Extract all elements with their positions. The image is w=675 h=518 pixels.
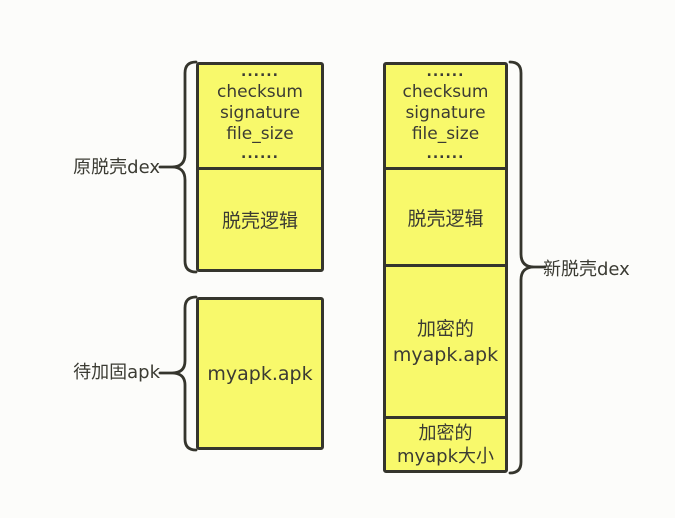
label-new-dex: 新脱壳dex (543, 259, 630, 280)
ellipsis-top: ...... (241, 64, 279, 80)
encrypted-apk-line2: myapk.apk (392, 343, 499, 366)
original-dex-header-section: ...... checksum signature file_size ....… (199, 65, 321, 170)
dex-header-fields: checksum signature file_size (403, 82, 489, 145)
dex-header-fields: checksum signature file_size (217, 82, 303, 145)
encrypted-size-section: 加密的 myapk大小 (386, 419, 505, 470)
original-dex-box: ...... checksum signature file_size ....… (196, 62, 324, 272)
header-field-checksum: checksum (217, 82, 303, 102)
label-apk-to-pack: 待加固apk (73, 362, 160, 383)
header-field-signature: signature (405, 103, 486, 123)
header-field-file-size: file_size (411, 124, 480, 144)
ellipsis-bottom: ...... (426, 146, 465, 162)
label-original-dex: 原脱壳dex (73, 157, 160, 178)
encrypted-size-line1: 加密的 (418, 422, 473, 444)
apk-name: myapk.apk (207, 362, 313, 385)
ellipsis-top: ...... (426, 64, 465, 80)
encrypted-size-line2: myapk大小 (396, 445, 495, 467)
original-unpack-logic-section: 脱壳逻辑 (221, 210, 298, 232)
brace-apk-icon (158, 295, 198, 452)
brace-new-dex-icon (508, 60, 547, 475)
new-unpack-logic-section: 脱壳逻辑 (386, 170, 505, 267)
new-dex-header-section: ...... checksum signature file_size ....… (386, 65, 505, 170)
encrypted-apk-section: 加密的 myapk.apk (386, 267, 505, 419)
new-dex-box: ...... checksum signature file_size ....… (383, 62, 508, 473)
ellipsis-bottom: ...... (241, 146, 279, 162)
header-field-signature: signature (219, 103, 301, 123)
apk-box: myapk.apk (196, 297, 324, 450)
header-field-checksum: checksum (402, 82, 489, 102)
brace-original-dex-icon (158, 60, 198, 274)
encrypted-apk-line1: 加密的 (416, 317, 474, 340)
header-field-file-size: file_size (226, 124, 294, 144)
